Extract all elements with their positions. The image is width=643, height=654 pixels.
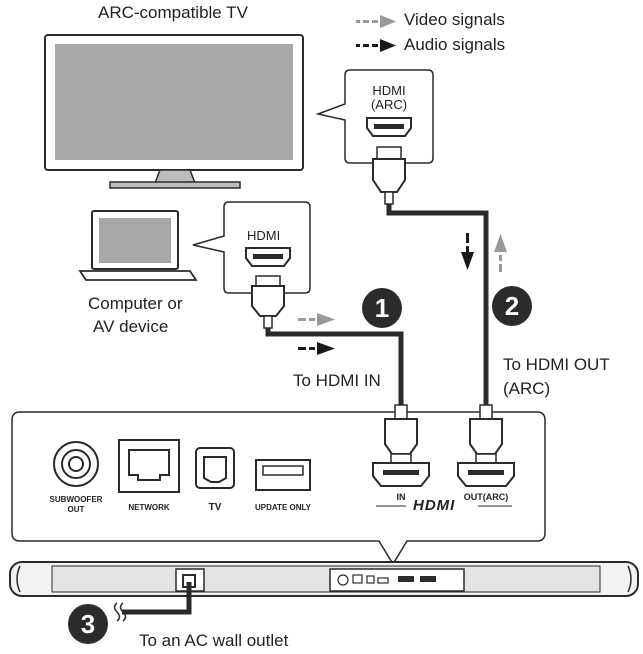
- to-hdmi-in-label: To HDMI IN: [293, 371, 381, 390]
- computer-hdmi-label: HDMI: [247, 228, 281, 243]
- hdmi-in-port: [372, 462, 430, 487]
- video-arrow-up: [494, 234, 507, 272]
- panel-plug-in: [384, 404, 418, 464]
- optical-tv-jack: [195, 447, 235, 489]
- legend-audio-arrow: [356, 39, 396, 52]
- subwoofer-label-line1: SUBWOOFER: [49, 495, 103, 504]
- subwoofer-label: SUBWOOFER OUT: [46, 495, 106, 515]
- subwoofer-jack: [53, 441, 99, 487]
- tv-optical-label: TV: [208, 502, 222, 513]
- hdmi-out-label: OUT(ARC): [463, 492, 509, 502]
- sound-bar: [9, 561, 639, 597]
- step-3-badge: 3: [68, 604, 108, 644]
- legend-video-label: Video signals: [404, 10, 505, 29]
- tv-title: ARC-compatible TV: [98, 3, 248, 22]
- video-arrow-right: [298, 313, 335, 326]
- hdmi-cable-in: [265, 328, 404, 405]
- step-2-badge: 2: [492, 286, 532, 326]
- hdmi-out-port: [457, 462, 515, 487]
- computer-label-line1: Computer or: [88, 294, 183, 313]
- update-only-label: UPDATE ONLY: [254, 503, 311, 512]
- to-hdmi-out-label-line2: (ARC): [503, 379, 551, 398]
- hdmi-cable-arc: [386, 204, 489, 405]
- to-hdmi-out-label-line1: To HDMI OUT: [503, 355, 610, 374]
- subwoofer-label-line2: OUT: [67, 505, 85, 514]
- tv-hdmi-arc-label: HDMI (ARC): [370, 83, 408, 112]
- tv-hdmi-arc-callout: [315, 69, 434, 164]
- ac-outlet-label: To an AC wall outlet: [139, 631, 289, 650]
- audio-arrow-down: [461, 233, 474, 270]
- computer-hdmi-plug: [251, 275, 285, 329]
- hdmi-logo: HDMI: [413, 497, 456, 514]
- computer-hdmi-callout: [192, 201, 311, 294]
- network-label: NETWORK: [128, 503, 170, 512]
- usb-port: [255, 459, 311, 491]
- panel-plug-out: [469, 404, 503, 464]
- audio-arrow-right: [298, 342, 335, 355]
- ac-power-cord: [113, 582, 192, 622]
- computer-label-line2: AV device: [93, 317, 169, 336]
- legend-audio-label: Audio signals: [404, 35, 506, 54]
- step-1-badge: 1: [362, 288, 402, 328]
- hdmi-in-label: IN: [396, 492, 406, 502]
- legend-video-arrow: [356, 15, 396, 28]
- tv-illustration: [44, 34, 304, 189]
- network-jack: [118, 439, 180, 493]
- computer-illustration: [78, 210, 198, 281]
- tv-hdmi-plug: [372, 146, 406, 205]
